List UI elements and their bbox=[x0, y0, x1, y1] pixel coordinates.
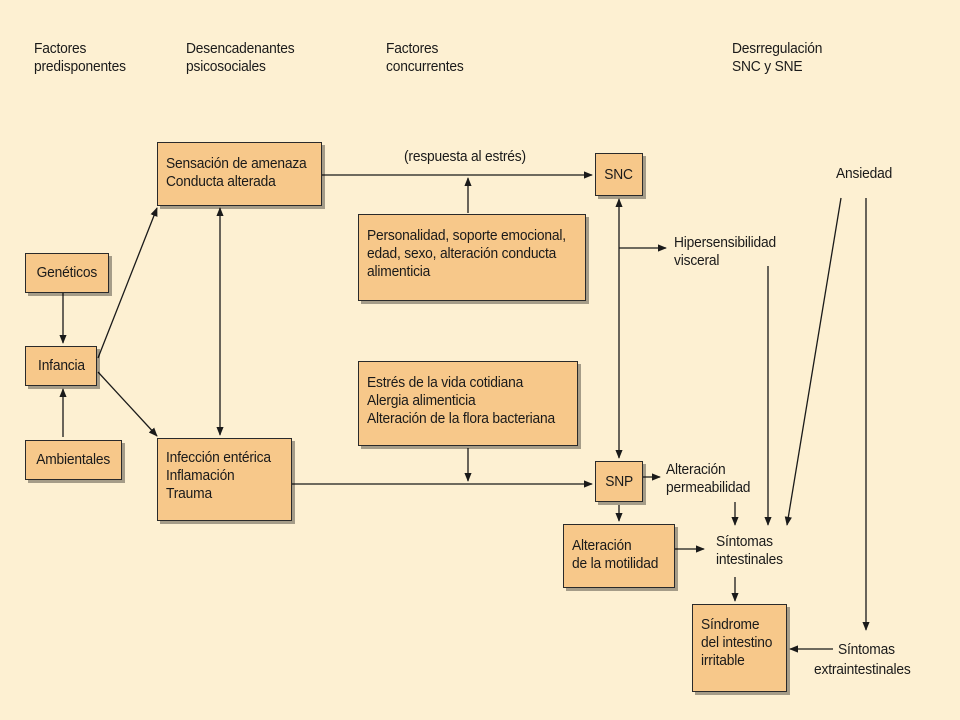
header-desencadenantes: Desencadenantes psicosociales bbox=[186, 40, 295, 76]
label-sintomas-intestinales: Síntomas intestinales bbox=[716, 533, 783, 569]
box-sindrome-intestino-irritable: Síndrome del intestino irritable bbox=[692, 604, 787, 692]
header-factores-concurrentes: Factores concurrentes bbox=[386, 40, 464, 76]
header-line: Desrregulación bbox=[732, 40, 823, 57]
label-line: visceral bbox=[674, 252, 720, 269]
label-line: Ansiedad bbox=[836, 165, 893, 182]
box-text: SNC bbox=[604, 165, 634, 183]
box-text: SNP bbox=[605, 472, 633, 490]
header-line: predisponentes bbox=[34, 58, 126, 75]
box-text: Sensación de amenaza bbox=[166, 155, 307, 172]
label-sintomas-extraintestinales-2: extraintestinales bbox=[814, 661, 911, 679]
arrow-infancia-amenaza bbox=[97, 207, 158, 359]
label-hipersensibilidad: Hipersensibilidad visceral bbox=[674, 234, 776, 270]
box-text: edad, sexo, alteración conducta bbox=[367, 245, 557, 262]
box-estres-vida-cotidiana: Estrés de la vida cotidiana Alergia alim… bbox=[358, 361, 578, 446]
header-line: Factores bbox=[386, 40, 439, 57]
box-text: Ambientales bbox=[36, 451, 111, 468]
box-infeccion-enterica: Infección entérica Inflamación Trauma bbox=[157, 438, 292, 521]
box-text: Infección entérica bbox=[166, 449, 271, 466]
arrow-infancia-infeccion bbox=[97, 371, 158, 437]
box-personalidad: Personalidad, soporte emocional, edad, s… bbox=[358, 214, 586, 301]
box-infancia: Infancia bbox=[25, 346, 97, 386]
header-line: Factores bbox=[34, 40, 87, 57]
box-ambientales: Ambientales bbox=[25, 440, 122, 480]
label-respuesta-estres: (respuesta al estrés) bbox=[404, 148, 526, 166]
label-ansiedad: Ansiedad bbox=[836, 165, 892, 183]
box-text: Alergia alimenticia bbox=[367, 392, 476, 409]
box-geneticos: Genéticos bbox=[25, 253, 109, 293]
header-factores-predisponentes: Factores predisponentes bbox=[34, 40, 126, 76]
box-text: Personalidad, soporte emocional, bbox=[367, 227, 566, 244]
box-text: Trauma bbox=[166, 485, 212, 502]
box-snc: SNC bbox=[595, 153, 643, 196]
box-text: Inflamación bbox=[166, 467, 235, 484]
label-line: Síntomas bbox=[838, 641, 895, 658]
label-line: (respuesta al estrés) bbox=[404, 148, 526, 165]
box-text: Estrés de la vida cotidiana bbox=[367, 374, 524, 391]
box-text: alimenticia bbox=[367, 263, 431, 280]
box-text: Alteración bbox=[572, 537, 632, 554]
box-text: Infancia bbox=[37, 357, 85, 374]
box-snp: SNP bbox=[595, 461, 643, 502]
label-sintomas-extraintestinales: Síntomas bbox=[838, 641, 895, 659]
arrow-ansiedad-sintomas-int bbox=[784, 197, 842, 526]
box-text: irritable bbox=[701, 652, 745, 669]
label-line: permeabilidad bbox=[666, 479, 751, 496]
box-text: Alteración de la flora bacteriana bbox=[367, 410, 556, 427]
header-line: Desencadenantes bbox=[186, 40, 295, 57]
label-line: Hipersensibilidad bbox=[674, 234, 776, 251]
box-sensacion-amenaza: Sensación de amenaza Conducta alterada bbox=[157, 142, 322, 206]
label-line: intestinales bbox=[716, 551, 783, 568]
box-text: Conducta alterada bbox=[166, 173, 276, 190]
header-desrregulacion: Desrregulación SNC y SNE bbox=[732, 40, 822, 76]
header-line: concurrentes bbox=[386, 58, 464, 75]
box-text: del intestino bbox=[701, 634, 773, 651]
label-line: Alteración bbox=[666, 461, 726, 478]
box-alteracion-motilidad: Alteración de la motilidad bbox=[563, 524, 675, 588]
label-line: extraintestinales bbox=[814, 661, 911, 678]
box-text: Síndrome bbox=[701, 616, 760, 633]
header-line: SNC y SNE bbox=[732, 58, 803, 75]
label-alteracion-permeabilidad: Alteración permeabilidad bbox=[666, 461, 750, 497]
box-text: Genéticos bbox=[36, 264, 98, 281]
label-line: Síntomas bbox=[716, 533, 773, 550]
box-text: de la motilidad bbox=[572, 555, 659, 572]
header-line: psicosociales bbox=[186, 58, 266, 75]
